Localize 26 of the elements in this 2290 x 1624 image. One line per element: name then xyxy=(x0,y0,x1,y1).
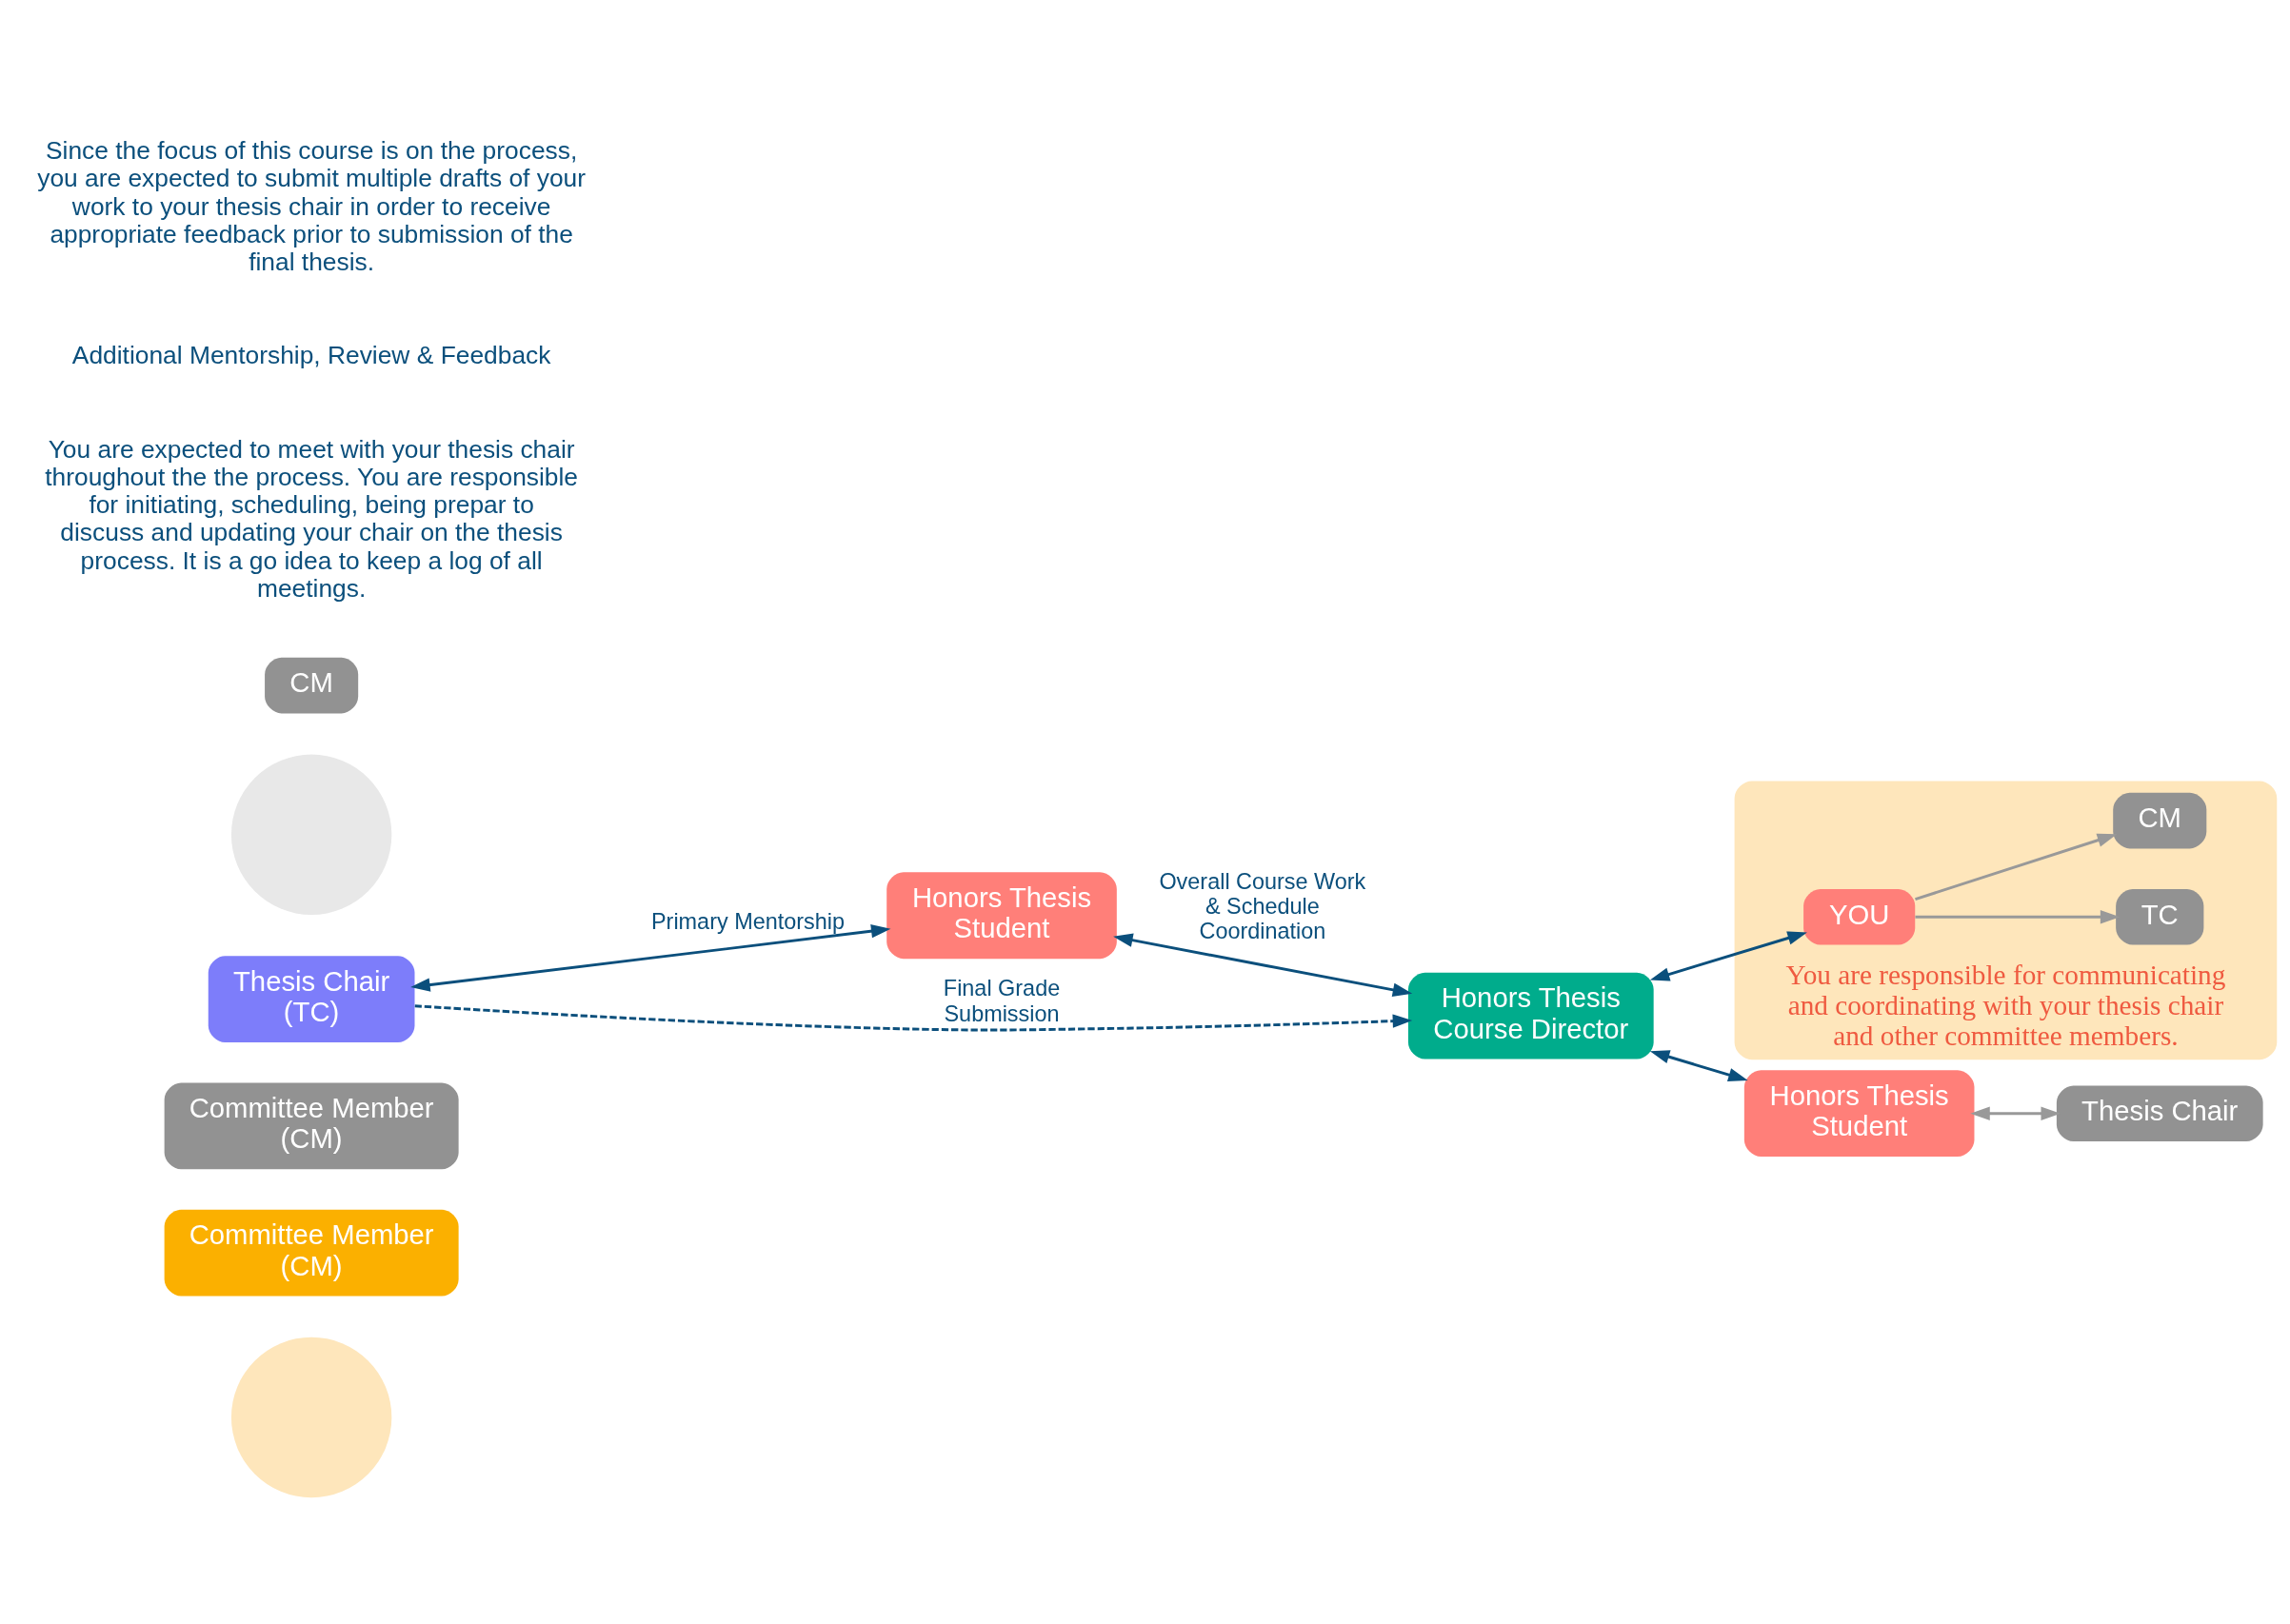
arrow xyxy=(1113,933,1413,997)
node-box: CM xyxy=(265,657,359,714)
node-box: CM xyxy=(2113,792,2207,849)
edge-label: Final Grade Submission xyxy=(943,976,1061,1026)
node-box: Thesis Chair xyxy=(2056,1085,2263,1141)
node-box: TC xyxy=(2116,888,2204,945)
node-box: Committee Member (CM) xyxy=(164,1209,459,1297)
node-box: YOU xyxy=(1803,888,1916,945)
node-box: Thesis Chair (TC) xyxy=(208,956,415,1042)
arrow xyxy=(1649,1050,1748,1082)
label: You are expected to meet with your thesis chair throughout the the process. You are responsible for initiating, scheduling, being prepar to discuss and updating your chair on the thesis process. It is a go idea to keep a log of all meetings. xyxy=(45,434,579,603)
label: Additional Mentorship, Review & Feedback xyxy=(71,341,551,370)
arrow xyxy=(414,1004,1413,1032)
edge-label: Overall Course Work & Schedule Coordination xyxy=(1159,868,1366,944)
node-box: Honors Thesis Course Director xyxy=(1407,972,1654,1060)
arrow xyxy=(1649,931,1807,981)
arrow xyxy=(1915,833,2118,901)
node-box: Honors Thesis Student xyxy=(886,872,1117,960)
arrow xyxy=(1970,1106,2061,1120)
node-box: Honors Thesis Student xyxy=(1743,1070,1975,1158)
edge-label: Primary Mentorship xyxy=(650,909,846,935)
node-box: Committee Member (CM) xyxy=(164,1082,459,1170)
label: Since the focus of this course is on the process, you are expected to submit multiple drafts of your work to your thesis chair in order to receive appropriate feedback prior to submission of the final thesis. xyxy=(37,136,587,277)
arrow xyxy=(1915,910,2121,924)
node-circle xyxy=(230,1337,392,1498)
arrow xyxy=(410,924,891,992)
